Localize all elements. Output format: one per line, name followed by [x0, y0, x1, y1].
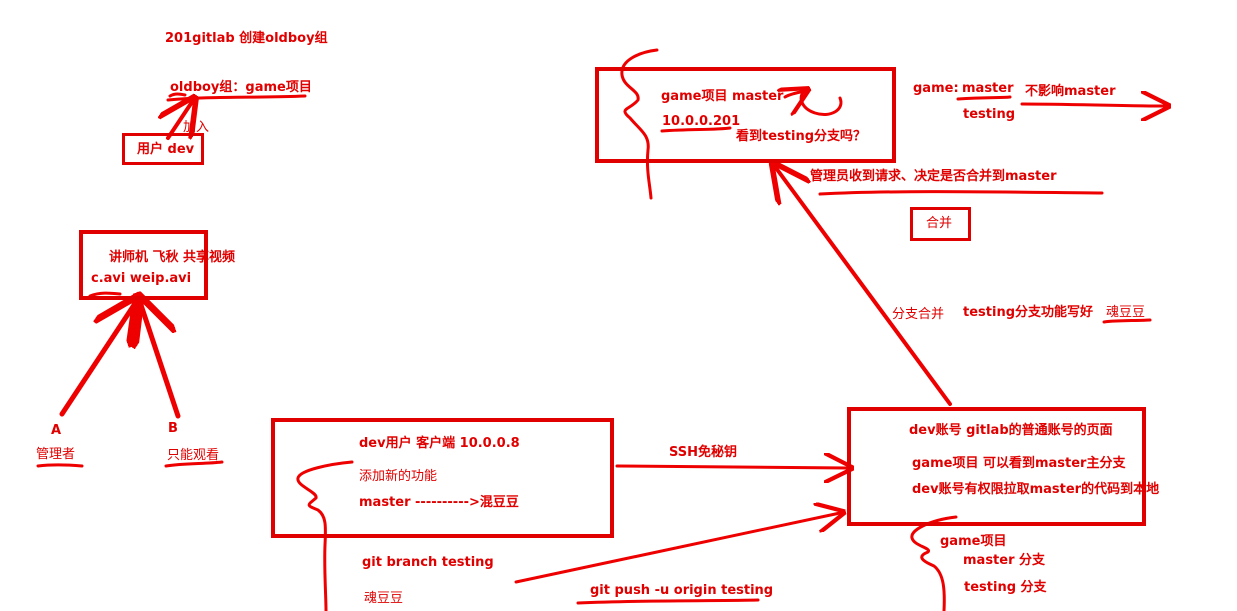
node-b-label: B [168, 421, 178, 436]
dev-gitlab-line2: game项目 可以看到master主分支 [912, 456, 1126, 471]
group-project-label: oldboy组：game项目 [170, 80, 312, 95]
arrow-a-to-teacher [59, 302, 136, 417]
underline-merge-name [1102, 318, 1152, 324]
arrow-no-impact [1020, 104, 1165, 106]
merge-box [910, 207, 971, 241]
squiggle-dev-gitlab [910, 515, 958, 611]
dev-client-box [271, 418, 614, 538]
gitlab-create-group-title: 201gitlab 创建oldboy组 [165, 31, 328, 46]
admin-decision-text: 管理员收到请求、决定是否合并到master [810, 169, 1057, 184]
arrow-ssh [615, 466, 848, 468]
underline-group-project [166, 94, 307, 102]
teacher-machine-line1: 讲师机 飞秋 共享视频 [109, 250, 236, 265]
ssh-label: SSH免秘钥 [669, 445, 738, 460]
merge-note-name: 魂豆豆 [1106, 305, 1146, 320]
branches-no-impact-note: 不影响master [1025, 84, 1116, 99]
node-a-role: 管理者 [36, 447, 76, 462]
loop-arrow-tail [783, 89, 807, 99]
bottom-testing-branch: testing 分支 [964, 580, 1047, 595]
squiggle-server [620, 48, 659, 200]
merge-label: 合并 [926, 216, 953, 231]
testing-ready-label: testing分支功能写好 [963, 305, 1094, 320]
underline-master-right [956, 95, 1012, 101]
bottom-master-branch: master 分支 [963, 553, 1046, 568]
arrow-push [514, 513, 840, 584]
bottom-project: game项目 [940, 534, 1007, 549]
underline-ip [660, 126, 732, 133]
user-dev-label: 用户 dev [137, 142, 195, 157]
dev-gitlab-line1: dev账号 gitlab的普通账号的页面 [909, 423, 1113, 438]
arrow-join [168, 102, 192, 140]
underline-viewer-role [164, 460, 224, 468]
teacher-machine-line2: c.avi weip.avi [91, 271, 192, 286]
underline-push-cmd [576, 598, 760, 605]
server-ip: 10.0.0.201 [662, 114, 741, 129]
arrow-merge-request [776, 168, 952, 406]
node-a-label: A [51, 423, 62, 438]
branches-testing: testing [963, 107, 1015, 122]
underline-admin-role [36, 463, 84, 468]
dev-client-line3: master ---------->混豆豆 [359, 495, 519, 510]
dev-gitlab-box [847, 407, 1146, 526]
dev-client-line2: 添加新的功能 [359, 469, 438, 484]
git-branch-command: git branch testing [362, 555, 494, 570]
branches-master: master [962, 81, 1014, 96]
user-dev-box [122, 133, 204, 165]
squiggle-dev-client [296, 460, 354, 611]
node-b-role: 只能观看 [167, 448, 220, 463]
gitlab-server-box [595, 67, 896, 163]
bottom-name: 魂豆豆 [364, 591, 404, 606]
teacher-machine-box [79, 230, 208, 300]
branches-prefix: game: [913, 81, 959, 96]
git-push-command: git push -u origin testing [590, 583, 774, 598]
server-question: 看到testing分支吗？ [736, 129, 867, 144]
underline-admin-text [818, 190, 1104, 196]
branch-merge-label: 分支合并 [892, 307, 945, 322]
server-line1: game项目 master [661, 89, 784, 104]
loop-arrow [801, 91, 843, 116]
join-label: 加入 [183, 120, 210, 135]
arrow-b-to-teacher [140, 302, 181, 419]
dev-gitlab-line3: dev账号有权限拉取master的代码到本地 [912, 482, 1160, 497]
dev-client-line1: dev用户 客户端 10.0.0.8 [359, 436, 520, 451]
